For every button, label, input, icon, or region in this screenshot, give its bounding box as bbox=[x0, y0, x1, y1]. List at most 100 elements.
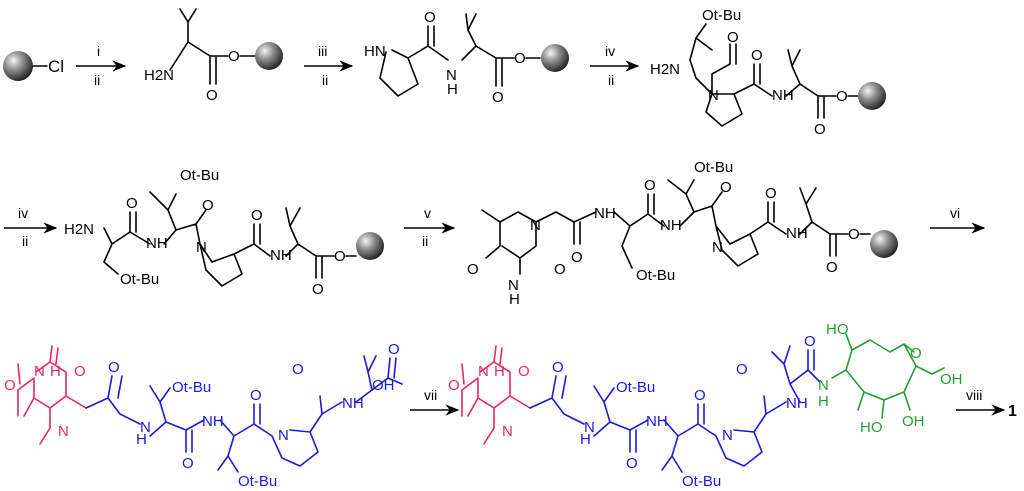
carbonyl-oxygen-label: O bbox=[388, 341, 400, 358]
reaction-arrow-1: i ii bbox=[76, 43, 127, 88]
carbonyl-oxygen-label: O bbox=[644, 177, 656, 194]
anomeric-hydroxyl-label: HO bbox=[826, 321, 849, 338]
amide-n-label: N bbox=[140, 419, 151, 436]
thymine-h-label: H bbox=[494, 363, 505, 380]
thymine-oxygen-label: O bbox=[448, 377, 460, 394]
primary-hydroxyl-label: OH bbox=[940, 371, 963, 388]
reagent-step4-top: iv bbox=[18, 205, 28, 221]
resin-bead bbox=[255, 42, 283, 70]
compound-pna-glycoconjugate: O N H O N O N H Ot-Bu O NH Ot-Bu O N O N… bbox=[448, 321, 963, 490]
sugar-nh-h-label: H bbox=[818, 393, 829, 410]
amide-oxygen-label: O bbox=[292, 361, 304, 378]
carbonyl-oxygen-label: O bbox=[492, 89, 504, 106]
carbonyl-oxygen-label: O bbox=[206, 87, 218, 104]
hydroxyl-label: OH bbox=[902, 413, 925, 430]
otbu-label: Ot-Bu bbox=[172, 379, 211, 396]
ester-oxygen-label: O bbox=[836, 88, 848, 105]
otbu-label: Ot-Bu bbox=[702, 7, 741, 24]
carbonyl-oxygen-label: O bbox=[694, 387, 706, 404]
resin-bead bbox=[3, 51, 33, 81]
pro-nh-label: HN bbox=[364, 43, 386, 60]
carbonyl-oxygen-label: O bbox=[202, 197, 214, 214]
thymine-h-label: H bbox=[50, 363, 61, 380]
reagent-step3-top: iv bbox=[605, 43, 615, 59]
reaction-arrow-7: vii bbox=[410, 387, 460, 416]
hydroxyl-label: OH bbox=[372, 377, 395, 394]
amide-nh-label: NH bbox=[202, 413, 224, 430]
amide-oxygen-label: O bbox=[424, 9, 436, 26]
amide-nitrogen-label: N bbox=[446, 67, 457, 84]
carbonyl-oxygen-label: O bbox=[250, 387, 262, 404]
resin-bead bbox=[870, 230, 898, 258]
amide-nh-label: NH bbox=[786, 395, 808, 412]
resin-bead bbox=[541, 44, 569, 72]
otbu-label: Ot-Bu bbox=[694, 159, 733, 176]
amide-oxygen-label: O bbox=[251, 207, 263, 224]
carbonyl-oxygen-label: O bbox=[126, 195, 138, 212]
amide-nh-label: NH bbox=[342, 395, 364, 412]
thymine-nh-label: N bbox=[478, 363, 489, 380]
reagent-step2-bottom: ii bbox=[322, 72, 328, 88]
thymine-oxygen-label: O bbox=[518, 363, 530, 380]
uracil-nitrogen-label: N bbox=[530, 217, 541, 234]
reaction-arrow-4: iv ii bbox=[4, 205, 58, 249]
carbonyl-oxygen-label: O bbox=[804, 333, 816, 350]
amine-label: H2N bbox=[144, 67, 174, 84]
carbonyl-oxygen-label: O bbox=[626, 455, 638, 472]
amine-label: H2N bbox=[650, 61, 680, 78]
otbu-label: Ot-Bu bbox=[238, 473, 277, 490]
pro-nitrogen-label: N bbox=[722, 427, 733, 444]
carbonyl-oxygen-label: O bbox=[182, 455, 194, 472]
carbonyl-oxygen-label: O bbox=[312, 281, 324, 298]
otbu-label: Ot-Bu bbox=[120, 271, 159, 288]
amide-nh-label: NH bbox=[594, 205, 616, 222]
amide-oxygen-label: O bbox=[736, 361, 748, 378]
pro-nitrogen-label: N bbox=[196, 239, 207, 256]
amide-h-label: H bbox=[580, 431, 591, 448]
reaction-arrow-3: iv ii bbox=[590, 43, 640, 88]
thymine-nh-label: N bbox=[34, 363, 45, 380]
pro-nitrogen-label: N bbox=[708, 87, 719, 104]
uracil-oxygen-label: O bbox=[554, 261, 566, 278]
reagent-step7-top: vii bbox=[424, 387, 437, 403]
pro-nitrogen-label: N bbox=[278, 427, 289, 444]
otbu-label: Ot-Bu bbox=[180, 167, 219, 184]
resin-bead bbox=[858, 82, 886, 110]
thymine-nitrogen-label: N bbox=[58, 423, 69, 440]
ester-oxygen-label: O bbox=[334, 248, 346, 265]
carbonyl-oxygen-label: O bbox=[727, 29, 739, 46]
reagent-step1-top: i bbox=[97, 43, 100, 59]
reagent-step6-top: vi bbox=[950, 205, 960, 221]
amide-nh-label: NH bbox=[772, 87, 794, 104]
amine-label: H2N bbox=[64, 221, 94, 238]
amide-nh-label: NH bbox=[646, 413, 668, 430]
chloride-label: Cl bbox=[48, 57, 64, 76]
compound-thr-thr-pro-val-resin: H2N Ot-Bu O NH Ot-Bu O N O NH O O bbox=[64, 167, 384, 298]
resin-bead bbox=[356, 232, 384, 260]
amide-oxygen-label: O bbox=[571, 249, 583, 266]
reagent-step5-top: v bbox=[424, 205, 431, 221]
otbu-label: Ot-Bu bbox=[636, 267, 675, 284]
reagent-step4-bottom: ii bbox=[22, 233, 28, 249]
compound-thymine-peptide-resin: O N O N H O NH Ot-Bu O NH Ot-Bu O N O NH… bbox=[467, 159, 898, 308]
thymine-oxygen-label: O bbox=[74, 363, 86, 380]
otbu-label: Ot-Bu bbox=[616, 379, 655, 396]
otbu-label: Ot-Bu bbox=[682, 473, 721, 490]
resin-chloride: Cl bbox=[3, 51, 64, 81]
amide-nh-label: H bbox=[136, 431, 147, 448]
amide-oxygen-label: O bbox=[751, 47, 763, 64]
amide-n-label: N bbox=[584, 419, 595, 436]
amide-nh-label: NH bbox=[660, 217, 682, 234]
carbonyl-oxygen-label: O bbox=[814, 121, 826, 138]
thymine-nitrogen-label: N bbox=[502, 423, 513, 440]
reagent-step3-bottom: ii bbox=[608, 72, 614, 88]
hydroxyl-label: HO bbox=[860, 419, 883, 436]
reagent-step1-bottom: ii bbox=[94, 72, 100, 88]
reaction-arrow-2: iii ii bbox=[304, 43, 354, 88]
ester-oxygen-label: O bbox=[514, 50, 526, 67]
carbonyl-oxygen-label: O bbox=[720, 179, 732, 196]
amide-nh-label: NH bbox=[146, 235, 168, 252]
amide-oxygen-label: O bbox=[108, 359, 120, 376]
ester-oxygen-label: O bbox=[228, 48, 240, 65]
